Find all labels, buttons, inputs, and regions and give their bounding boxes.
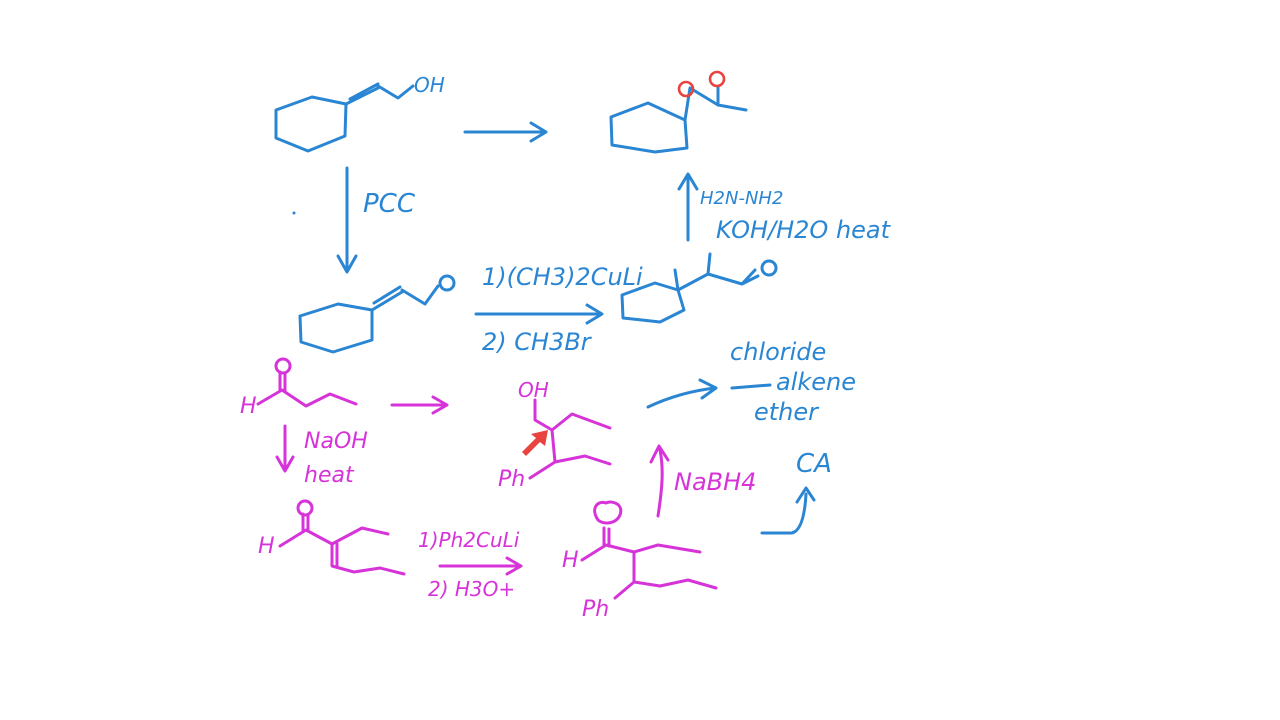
red-pointer-arrow bbox=[522, 430, 548, 456]
reduction-arrow-up bbox=[649, 444, 670, 518]
start-molecule-cyclohexylidene-ethanol: OH bbox=[274, 73, 445, 153]
oh-label: OH bbox=[414, 73, 445, 97]
note-alkene: alkene bbox=[776, 368, 856, 396]
cyclohexane-ring bbox=[609, 101, 689, 154]
cyclohexane-ring bbox=[298, 302, 374, 354]
wolff-kishner-reagent-1: H2N-NH2 bbox=[700, 188, 783, 209]
reaction-arrow-cuprate bbox=[474, 303, 604, 325]
aldol-reagent-1: NaOH bbox=[304, 429, 368, 454]
quaternary-substituents bbox=[673, 252, 760, 292]
h-label: H bbox=[258, 534, 275, 559]
carbonyl-double-bond bbox=[301, 512, 310, 533]
phenyl-aldehyde-product: H Ph bbox=[562, 500, 718, 622]
oxygen-circle bbox=[760, 259, 778, 277]
enal-aldol-product: H bbox=[258, 499, 406, 576]
pcc-reagent-label: PCC bbox=[363, 189, 416, 219]
wolff-kishner-reagent-2: KOH/H2O heat bbox=[716, 216, 892, 244]
carbonyl-double-bond bbox=[602, 526, 611, 548]
reaction-arrow-right-top bbox=[463, 121, 548, 143]
crossed-out-scribble bbox=[730, 383, 772, 390]
reaction-arrow-cuprate bbox=[438, 556, 523, 576]
oxygen-circle bbox=[593, 500, 623, 525]
aldehyde-chain bbox=[400, 284, 440, 306]
carbon-skeleton bbox=[528, 398, 612, 480]
h-label: H bbox=[240, 394, 257, 419]
aldol-reagent-2: heat bbox=[304, 463, 355, 488]
oxygen-circle-2 bbox=[708, 70, 726, 88]
carbon-skeleton bbox=[580, 543, 718, 600]
note-ether: ether bbox=[754, 398, 820, 426]
oxygen-circle bbox=[274, 357, 292, 375]
h-label: H bbox=[562, 548, 579, 573]
reduction-reagent: NaBH4 bbox=[674, 468, 756, 496]
oxygen-circle-1 bbox=[677, 80, 695, 98]
cyclohexane-ring bbox=[620, 281, 686, 324]
target-molecule-top-right bbox=[609, 70, 748, 154]
butanal: H bbox=[240, 357, 358, 419]
wolff-kishner-arrow-up bbox=[677, 172, 699, 242]
enal-cyclohexylidene-acetaldehyde bbox=[298, 274, 456, 354]
ph-label: Ph bbox=[582, 597, 609, 622]
aldehyde-product bbox=[620, 252, 778, 324]
cuprate-reagent-2: 2) CH3Br bbox=[482, 328, 593, 356]
stray-dot bbox=[292, 211, 296, 215]
reaction-arrow-aldol bbox=[390, 395, 449, 415]
side-chain bbox=[683, 84, 748, 122]
exocyclic-double-bond bbox=[344, 82, 380, 106]
oh-label: OH bbox=[518, 378, 549, 402]
oxygen-circle bbox=[438, 274, 456, 292]
cyclohexane-ring bbox=[274, 95, 348, 153]
arrow-to-notes bbox=[646, 378, 718, 409]
arrow-to-ca bbox=[760, 486, 816, 535]
cuprate-reagent-1: 1)(CH3)2CuLi bbox=[482, 263, 643, 291]
note-ca: CA bbox=[796, 449, 832, 479]
carbon-skeleton bbox=[278, 526, 406, 576]
carbon-chain bbox=[256, 388, 358, 408]
carbonyl-double-bond bbox=[278, 370, 287, 393]
alcohol-product: OH Ph bbox=[498, 378, 612, 492]
aldol-arrow-down bbox=[275, 424, 295, 473]
pcc-arrow-down bbox=[336, 166, 358, 274]
oxygen-circle bbox=[296, 499, 314, 517]
ch2-chain bbox=[376, 84, 415, 100]
exocyclic-double-bond bbox=[370, 285, 404, 312]
ph-label: Ph bbox=[498, 467, 525, 492]
cuprate-reagent-1: 1)Ph2CuLi bbox=[418, 528, 520, 552]
cuprate-reagent-2: 2) H3O+ bbox=[428, 577, 515, 601]
note-chloride: chloride bbox=[730, 338, 826, 366]
